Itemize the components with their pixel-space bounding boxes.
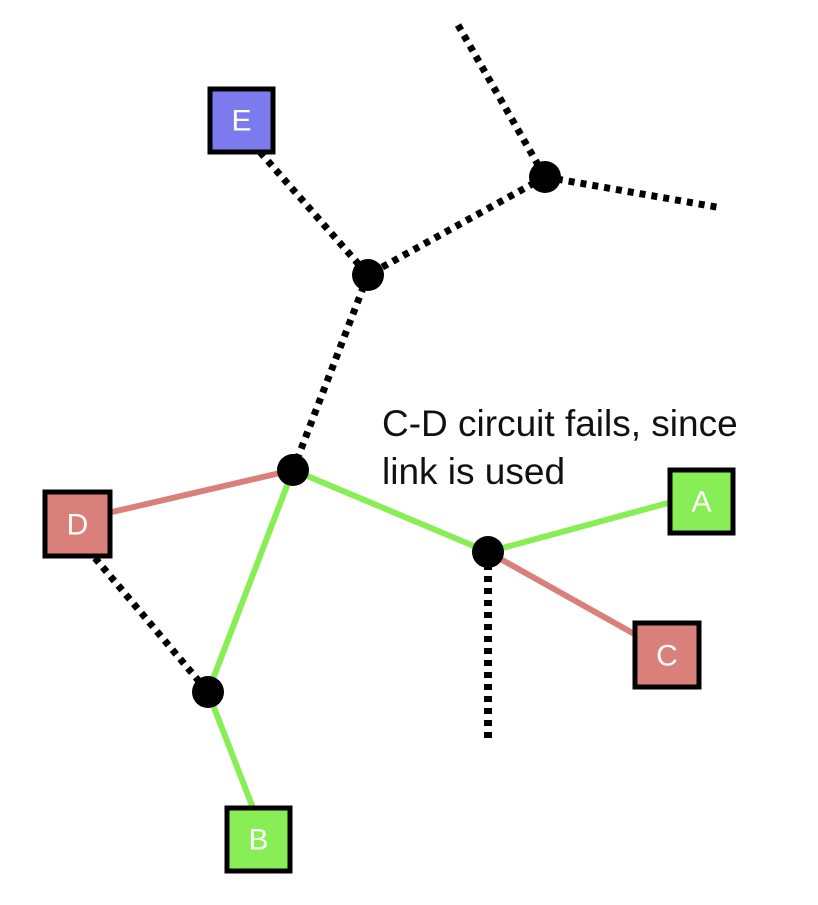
annotation-line-2: link is used xyxy=(382,451,566,492)
node-d: D xyxy=(42,489,113,559)
link-router-top-to-router-upper xyxy=(366,173,547,279)
link-router-mid-to-router-bottom xyxy=(205,468,296,694)
circuit-failure-annotation: C-D circuit fails, since link is used xyxy=(382,400,738,496)
link-router-bottom-to-b xyxy=(205,690,256,810)
annotation-line-1: C-D circuit fails, since xyxy=(382,403,738,444)
routers xyxy=(192,161,561,708)
node-d-label: D xyxy=(67,509,89,542)
node-c-label: C xyxy=(656,640,678,673)
node-e-label: E xyxy=(231,105,251,138)
node-c-box xyxy=(632,620,702,690)
node-b-label: B xyxy=(248,824,268,857)
node-e: E xyxy=(207,86,276,155)
link-top-stub xyxy=(454,23,549,179)
router-top xyxy=(529,161,561,193)
link-e-to-router-upper xyxy=(257,149,371,278)
node-c: C xyxy=(632,620,702,690)
unused-links xyxy=(92,23,723,742)
link-router-upper-to-router-mid xyxy=(289,273,372,472)
router-mid xyxy=(277,454,309,486)
red-circuit-links xyxy=(111,467,640,639)
node-d-box xyxy=(42,489,113,559)
router-right xyxy=(472,536,504,568)
green-circuit-links xyxy=(205,467,669,810)
node-b-box xyxy=(224,805,293,874)
link-router-right-to-a xyxy=(487,500,669,555)
link-router-right-to-c xyxy=(486,549,640,639)
link-right-stub xyxy=(544,173,723,212)
link-d-to-router-mid xyxy=(111,467,294,515)
router-bottom xyxy=(192,676,224,708)
router-upper xyxy=(352,259,384,291)
node-a-box xyxy=(667,467,736,536)
node-e-box xyxy=(207,86,276,155)
node-a-label: A xyxy=(691,486,711,519)
link-d-to-router-bottom xyxy=(92,555,211,695)
link-router-mid-to-router-right xyxy=(291,467,490,555)
node-b: B xyxy=(224,805,293,874)
node-a: A xyxy=(667,467,736,536)
